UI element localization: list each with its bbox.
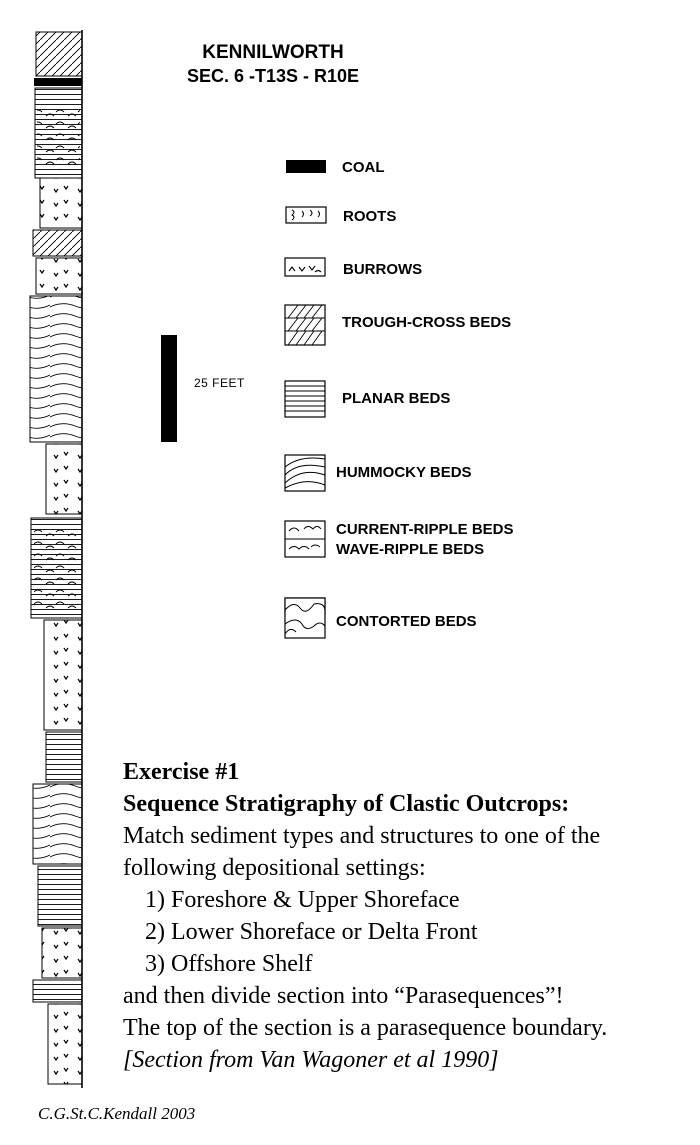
legend-label-trough-cross-beds: TROUGH-CROSS BEDS: [342, 314, 512, 331]
legend-label-planar-beds: PLANAR BEDS: [342, 390, 451, 407]
exercise-intro-line: following depositional settings:: [123, 855, 426, 881]
unit-hummocky: [29, 295, 83, 443]
hummocky-symbol-icon: [284, 454, 326, 492]
unit-burrow: [39, 177, 83, 229]
setting-item: 2) Lower Shoreface or Delta Front: [145, 919, 478, 945]
scale-bar-label: 25 FEET: [194, 376, 245, 390]
exercise-text: Exercise #1 Sequence Stratigraphy of Cla…: [123, 756, 698, 1076]
unit-coal: [34, 78, 82, 86]
exercise-subheading: Sequence Stratigraphy of Clastic Outcrop…: [123, 791, 570, 817]
burrows-symbol-icon: [284, 257, 326, 277]
exercise-instruction: The top of the section is a parasequence…: [123, 1015, 608, 1041]
trough-cross-symbol-icon: [284, 304, 326, 346]
legend-label-contorted-beds: CONTORTED BEDS: [336, 613, 477, 630]
section-location: SEC. 6 -T13S - R10E: [186, 66, 360, 86]
unit-burrow: [41, 927, 83, 979]
stratigraphic-column: [29, 30, 83, 1088]
unit-burrow: [35, 257, 83, 295]
unit-ripple: [34, 530, 78, 610]
ripple-symbol-icon: [284, 520, 326, 558]
unit-burrow: [47, 1003, 83, 1085]
section-title: KENNILWORTH: [202, 42, 344, 63]
exercise-citation: [Section from Van Wagoner et al 1990]: [123, 1047, 499, 1073]
unit-burrow: [43, 619, 83, 731]
roots-symbol-icon: [285, 206, 327, 224]
legend-label-coal: COAL: [342, 159, 385, 176]
exercise-instruction: and then divide section into “Parasequen…: [123, 983, 564, 1009]
setting-item: 1) Foreshore & Upper Shoreface: [145, 887, 460, 913]
contorted-symbol-detail: [284, 597, 326, 639]
scale-bar: [161, 335, 177, 442]
unit-ripple: [37, 110, 80, 170]
exercise-heading: Exercise #1: [123, 759, 240, 785]
legend-label-hummocky-beds: HUMMOCKY BEDS: [336, 464, 472, 481]
unit-hummocky: [32, 783, 83, 865]
unit-cross: [35, 31, 83, 77]
footer-credit: C.G.St.C.Kendall 2003: [38, 1104, 196, 1123]
coal-symbol-icon: [286, 160, 326, 173]
unit-planar: [45, 731, 83, 783]
unit-burrow: [45, 443, 83, 515]
legend-symbols: [284, 160, 327, 615]
legend-label-current-ripple-beds: CURRENT-RIPPLE BEDS: [336, 521, 514, 538]
unit-cross: [32, 229, 83, 257]
setting-item: 3) Offshore Shelf: [145, 951, 313, 977]
unit-planar: [37, 865, 83, 927]
legend-label-wave-ripple-beds: WAVE-RIPPLE BEDS: [336, 541, 485, 558]
planar-symbol-icon: [284, 380, 326, 418]
legend-label-roots: ROOTS: [343, 208, 397, 225]
unit-planar: [32, 979, 83, 1003]
exercise-intro-line: Match sediment types and structures to o…: [123, 823, 601, 849]
legend-label-burrows: BURROWS: [343, 261, 423, 278]
